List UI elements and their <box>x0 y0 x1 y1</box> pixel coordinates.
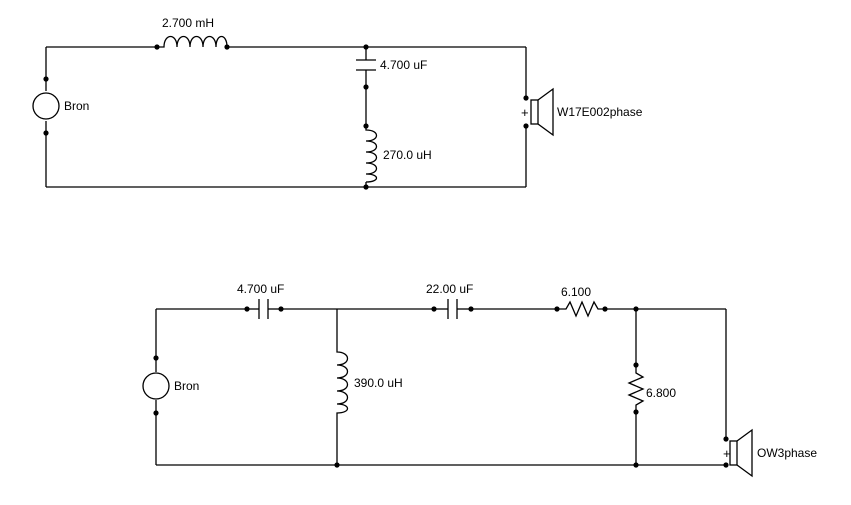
inductor-coil <box>365 126 378 183</box>
inductor-coil <box>157 35 228 48</box>
bottom-shunt-resistor: 6.800 <box>627 362 676 415</box>
speaker-icon <box>729 440 738 466</box>
top-speaker-label: W17E002phase <box>557 105 643 119</box>
top-speaker: + W17E002phase <box>521 87 643 137</box>
bottom-speaker: + OW3phase <box>723 428 817 478</box>
speaker-icon <box>530 99 539 125</box>
top-node-junction <box>363 44 369 50</box>
bottom-node-junction <box>633 306 639 312</box>
bottom-shunt-inductor: 390.0 uH <box>336 346 403 416</box>
inductor-coil <box>336 346 349 416</box>
source-symbol <box>32 92 60 120</box>
bottom-node-junction <box>633 462 639 468</box>
bottom-series-capacitor-1: 4.700 uF <box>237 282 284 319</box>
bottom-series-capacitor-2-label: 22.00 uF <box>426 282 473 296</box>
top-series-inductor-label: 2.700 mH <box>162 16 214 30</box>
top-node-junction <box>363 184 369 190</box>
resistor-zigzag <box>627 365 645 412</box>
top-shunt-inductor-label: 270.0 uH <box>383 148 432 162</box>
top-shunt-capacitor-label: 4.700 uF <box>380 58 427 72</box>
top-shunt-inductor: 270.0 uH <box>363 123 432 183</box>
top-shunt-capacitor: 4.700 uF <box>356 58 427 72</box>
top-circuit: Bron 2.700 mH 4.700 uF 270.0 uH <box>32 16 643 190</box>
bottom-series-resistor: 6.100 <box>554 285 608 318</box>
bottom-node-junction <box>334 462 340 468</box>
top-source: Bron <box>32 76 89 136</box>
top-source-label: Bron <box>64 99 89 113</box>
bottom-speaker-label: OW3phase <box>757 446 817 460</box>
bottom-source-label: Bron <box>174 379 199 393</box>
bottom-series-capacitor-2: 22.00 uF <box>426 282 474 319</box>
resistor-zigzag <box>557 300 605 318</box>
bottom-shunt-resistor-label: 6.800 <box>646 386 676 400</box>
bottom-speaker-polarity: + <box>723 446 731 461</box>
top-series-inductor: 2.700 mH <box>154 16 230 50</box>
bottom-shunt-inductor-label: 390.0 uH <box>354 376 403 390</box>
bottom-series-resistor-label: 6.100 <box>561 285 591 299</box>
top-speaker-polarity: + <box>521 105 529 120</box>
bottom-series-capacitor-1-label: 4.700 uF <box>237 282 284 296</box>
bottom-source: Bron <box>142 355 199 416</box>
bottom-circuit: Bron 4.700 uF 390.0 uH <box>142 282 817 478</box>
source-symbol <box>142 372 170 400</box>
